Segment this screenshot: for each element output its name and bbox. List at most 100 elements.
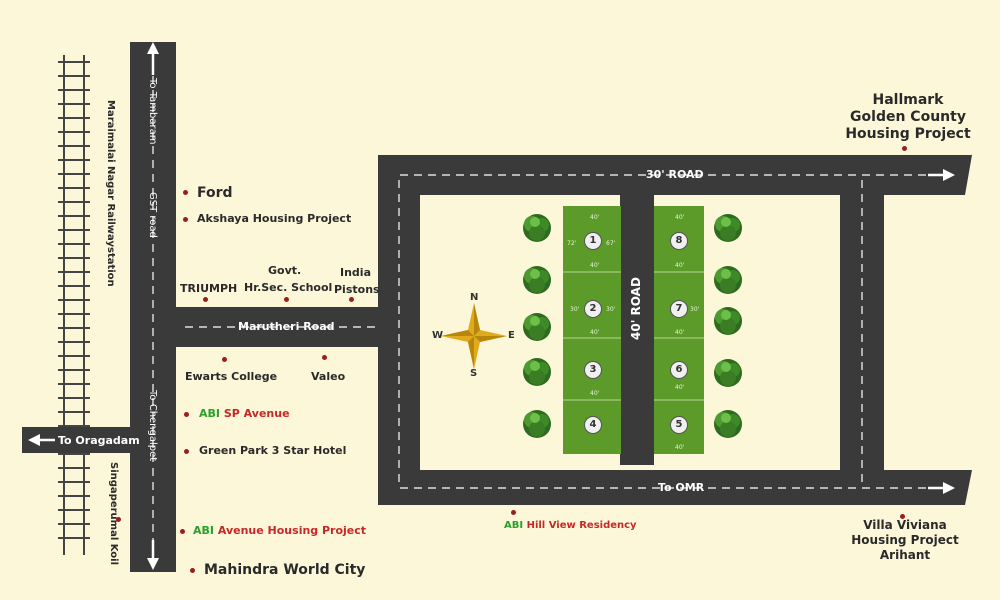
plot-dim-label: 40' bbox=[590, 262, 600, 269]
marutheri-road bbox=[176, 307, 386, 347]
abi-prefix: ABI bbox=[193, 524, 214, 537]
arrow-west-icon bbox=[28, 434, 55, 446]
hallmark-line-2: Golden County bbox=[850, 109, 966, 125]
plot-7-marker[interactable]: 7 bbox=[670, 300, 688, 318]
landmark-dot bbox=[900, 514, 905, 519]
landmark-dot bbox=[190, 568, 195, 573]
site-loop-road bbox=[378, 155, 972, 505]
arrow-south-icon bbox=[147, 540, 159, 570]
govt-school-label-1: Govt. bbox=[268, 264, 302, 277]
to-omr-label: To OMR bbox=[658, 481, 705, 494]
tree-icon bbox=[523, 214, 551, 242]
compass-east: E bbox=[508, 330, 515, 341]
tree-icon bbox=[714, 410, 742, 438]
abi-prefix: ABI bbox=[199, 407, 220, 420]
plot-6-marker[interactable]: 6 bbox=[670, 361, 688, 379]
hill-view-text: Hill View Residency bbox=[526, 520, 637, 531]
plot-dim-label: 30' bbox=[690, 306, 700, 313]
landmark-dot bbox=[180, 529, 185, 534]
to-oragadam-label: To Oragadam bbox=[58, 434, 140, 447]
road-30-label: 30' ROAD bbox=[646, 168, 704, 181]
tree-icon bbox=[714, 307, 742, 335]
road-40-label: 40' ROAD bbox=[629, 277, 643, 340]
plot-2-marker[interactable]: 2 bbox=[584, 300, 602, 318]
green-park-label: Green Park 3 Star Hotel bbox=[199, 444, 347, 457]
hallmark-label: Hallmark Golden County Housing Project bbox=[838, 92, 978, 143]
villa-viviana-label: Villa Viviana Housing Project Arihant bbox=[835, 518, 975, 563]
railway-track bbox=[58, 55, 90, 555]
railway-station-label: Maraimalai Nagar Railwaystation bbox=[105, 100, 116, 287]
plot-dim-label: 40' bbox=[675, 444, 685, 451]
mahindra-label: Mahindra World City bbox=[204, 562, 366, 578]
triumph-label: TRIUMPH bbox=[180, 282, 238, 295]
plot-dim-label: 67' bbox=[606, 240, 616, 247]
compass-north: N bbox=[470, 292, 479, 303]
plot-dim-label: 40' bbox=[590, 214, 600, 221]
singaperumal-koil-label: Singaperumal Koil bbox=[108, 462, 119, 566]
compass-rose-icon bbox=[441, 303, 507, 369]
tree-icon bbox=[714, 266, 742, 294]
landmark-dot bbox=[349, 297, 354, 302]
tree-icon bbox=[523, 358, 551, 386]
tree-icon bbox=[523, 266, 551, 294]
india-pistons-label-2: Pistons bbox=[334, 283, 380, 296]
compass-west: W bbox=[432, 330, 444, 341]
abi-sp-avenue-label: ABI SP Avenue bbox=[199, 407, 290, 420]
plot-8-marker[interactable]: 8 bbox=[670, 232, 688, 250]
landmark-dot bbox=[183, 217, 188, 222]
valeo-label: Valeo bbox=[311, 370, 346, 383]
arrow-east-icon bbox=[928, 169, 955, 181]
plot-dim-label: 40' bbox=[590, 390, 600, 397]
arrow-north-icon bbox=[147, 42, 159, 75]
tree-icon bbox=[714, 214, 742, 242]
to-tambaram-label: To Tambaram bbox=[147, 78, 158, 145]
tree-icon bbox=[523, 313, 551, 341]
marutheri-road-label: Marutheri Road bbox=[238, 320, 335, 333]
tree-icon bbox=[714, 359, 742, 387]
ewarts-label: Ewarts College bbox=[185, 370, 278, 383]
villa-line-3: Arihant bbox=[879, 548, 931, 562]
abi-hill-view-label: ABI Hill View Residency bbox=[504, 520, 637, 531]
gst-road-label: GST road bbox=[147, 192, 158, 238]
plot-dim-label: 30' bbox=[606, 306, 616, 313]
plot-dim-label: 72' bbox=[567, 240, 577, 247]
landmark-dot bbox=[116, 517, 121, 522]
avenue-housing-text: Avenue Housing Project bbox=[217, 524, 367, 537]
plot-5-marker[interactable]: 5 bbox=[670, 416, 688, 434]
plot-dim-label: 40' bbox=[675, 214, 685, 221]
abi-prefix: ABI bbox=[504, 520, 524, 531]
plot-dim-label: 30' bbox=[570, 306, 580, 313]
compass-south: S bbox=[470, 368, 478, 379]
sp-avenue-text: SP Avenue bbox=[223, 407, 290, 420]
india-pistons-label-1: India bbox=[340, 266, 371, 279]
tree-icon bbox=[523, 410, 551, 438]
landmark-dot bbox=[183, 190, 188, 195]
arrow-east-icon bbox=[928, 482, 955, 494]
plot-dim-label: 40' bbox=[590, 329, 600, 336]
plot-3-marker[interactable]: 3 bbox=[584, 361, 602, 379]
plot-1-marker[interactable]: 1 bbox=[584, 232, 602, 250]
villa-line-1: Villa Viviana bbox=[863, 518, 947, 532]
plot-dim-label: 40' bbox=[675, 329, 685, 336]
landmark-dot bbox=[902, 146, 907, 151]
govt-school-label-2: Hr.Sec. School bbox=[244, 281, 333, 294]
landmark-dot bbox=[184, 412, 189, 417]
to-chengalpet-label: To Chengalpet bbox=[147, 390, 158, 462]
landmark-dot bbox=[284, 297, 289, 302]
plot-dim-label: 40' bbox=[675, 262, 685, 269]
akshaya-label: Akshaya Housing Project bbox=[197, 212, 352, 225]
plot-4-marker[interactable]: 4 bbox=[584, 416, 602, 434]
hallmark-line-1: Hallmark bbox=[872, 92, 944, 108]
hallmark-line-3: Housing Project bbox=[845, 126, 971, 142]
landmark-dot bbox=[222, 357, 227, 362]
villa-line-2: Housing Project bbox=[851, 533, 959, 547]
landmark-dot bbox=[203, 297, 208, 302]
plot-dim-label: 40' bbox=[675, 384, 685, 391]
landmark-dot bbox=[322, 355, 327, 360]
landmark-dot bbox=[184, 449, 189, 454]
ford-label: Ford bbox=[197, 185, 233, 201]
landmark-dot bbox=[511, 510, 516, 515]
internal-road-40 bbox=[620, 195, 654, 465]
